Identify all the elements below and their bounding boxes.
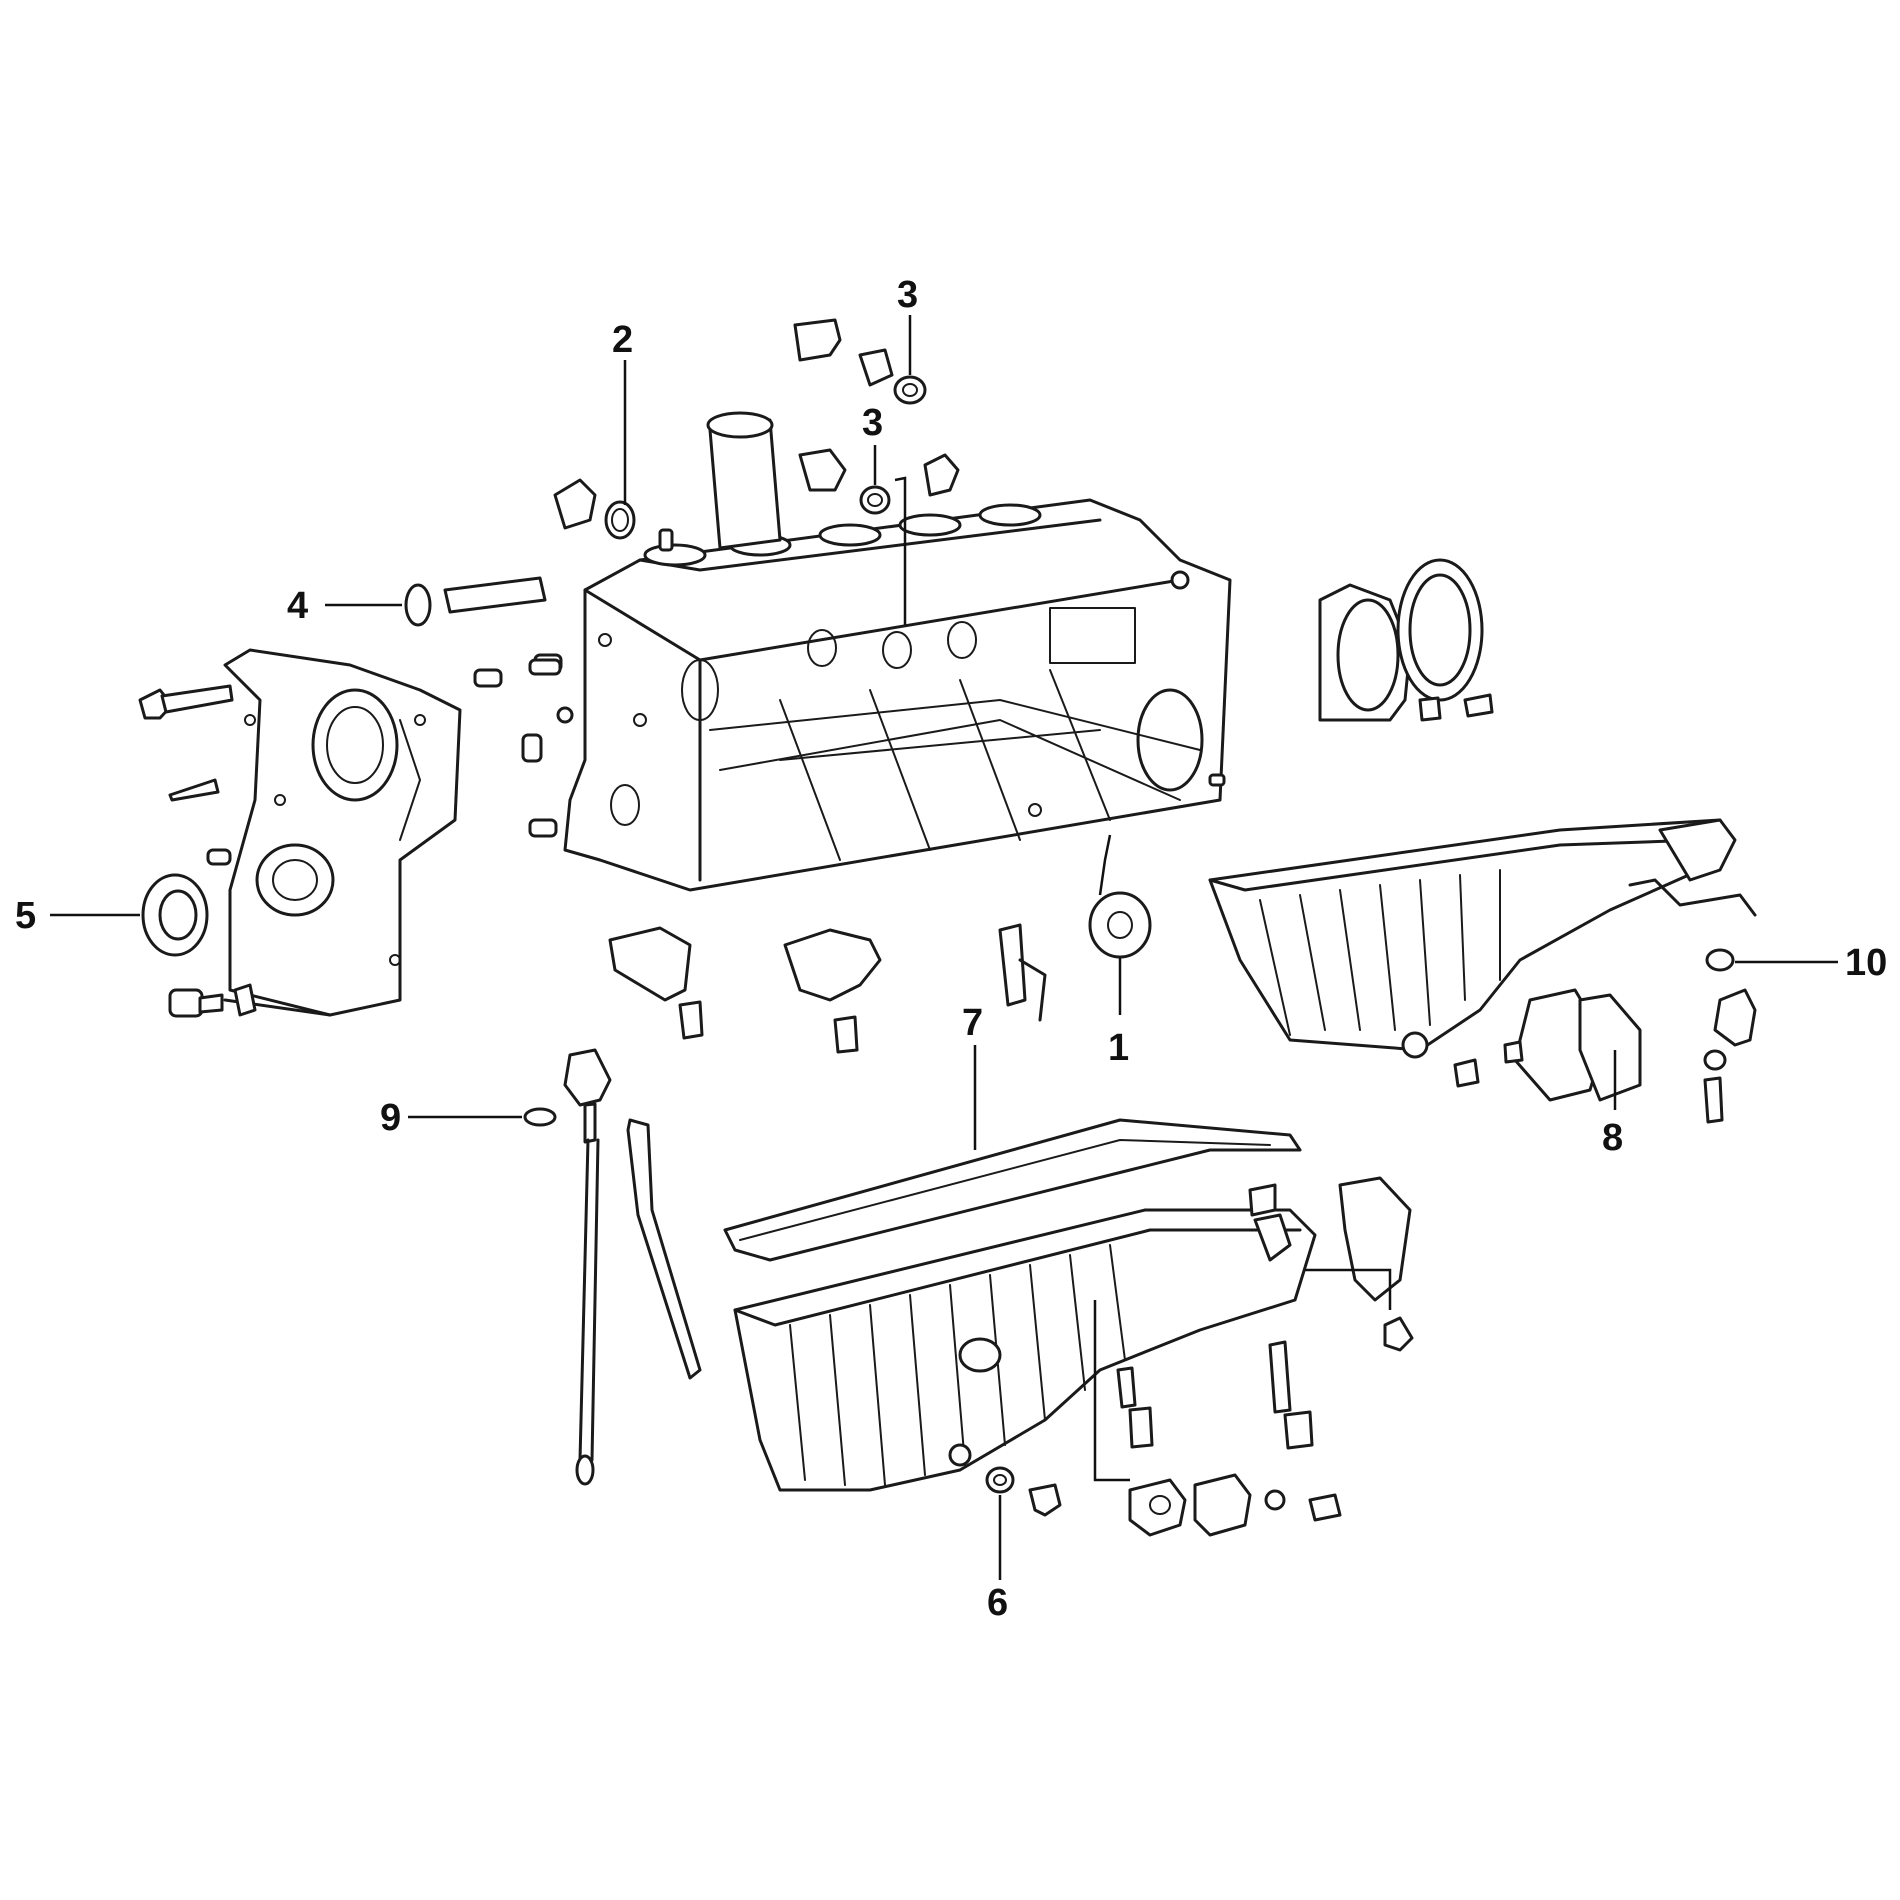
right-fittings xyxy=(1628,878,1757,1124)
mid-parts xyxy=(608,891,1152,1054)
callout-8: 8 xyxy=(1602,1117,1623,1159)
rear-main-seal xyxy=(1318,558,1494,722)
callout-labels: 1 2 3 3 4 5 6 7 8 9 10 xyxy=(15,274,1887,1624)
callout-5: 5 xyxy=(15,895,36,937)
callout-9: 9 xyxy=(380,1097,401,1139)
callout-leaders xyxy=(50,315,1838,1580)
callout-2: 2 xyxy=(612,319,633,361)
oil-pan-gasket xyxy=(723,1118,1302,1262)
lower-oil-pan xyxy=(733,1208,1317,1492)
callout-3-upper: 3 xyxy=(897,274,918,316)
front-crank-seal xyxy=(141,873,209,957)
callout-3-lower: 3 xyxy=(862,402,883,444)
callout-10: 10 xyxy=(1845,942,1887,984)
top-parts xyxy=(404,318,960,676)
callout-6: 6 xyxy=(987,1582,1008,1624)
engine-block xyxy=(563,498,1232,892)
callout-4: 4 xyxy=(287,585,308,627)
callout-7: 7 xyxy=(962,1002,983,1044)
dipstick-assembly xyxy=(523,1048,702,1486)
timing-cover xyxy=(223,648,462,1017)
callout-1: 1 xyxy=(1108,1027,1129,1069)
upper-oil-pan xyxy=(1208,818,1737,1059)
pan-cover-plates xyxy=(1453,988,1642,1102)
